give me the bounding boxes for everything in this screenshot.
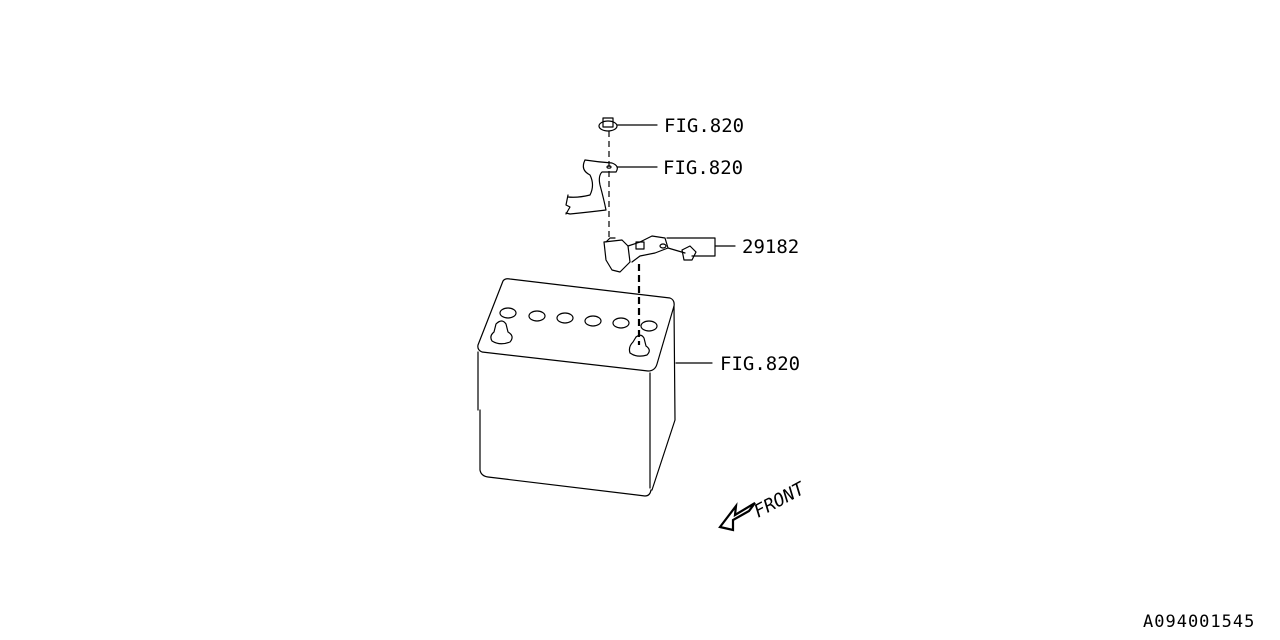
battery-icon <box>477 278 676 497</box>
front-arrow-icon <box>718 502 756 532</box>
diagram-id: A094001545 <box>1143 612 1255 632</box>
callout-cable-label: FIG.820 <box>663 157 743 179</box>
front-direction-label: FRONT <box>750 478 809 523</box>
cable-terminal-icon <box>565 159 618 215</box>
battery-sensor-icon <box>603 235 697 273</box>
leader-bracket-sensor <box>666 237 716 257</box>
callout-sensor-label: 29182 <box>742 236 799 258</box>
callout-battery-label: FIG.820 <box>720 353 800 375</box>
nut-icon <box>598 117 618 132</box>
callout-nut-label: FIG.820 <box>664 115 744 137</box>
